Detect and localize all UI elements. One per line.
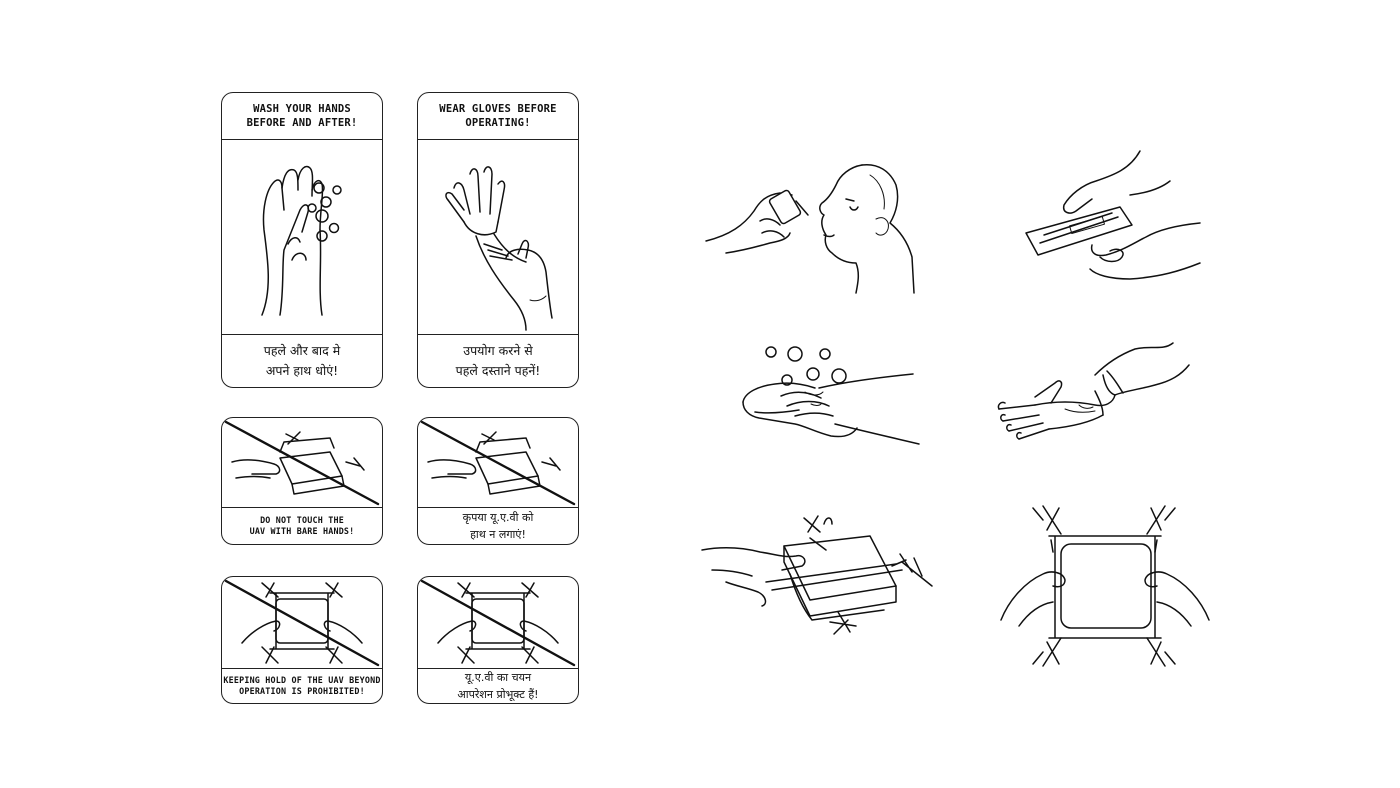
warning-line1: DO NOT TOUCH THE (260, 514, 344, 525)
card-title-line1: WASH YOUR HANDS (253, 103, 351, 115)
warning-line2: आपरेशन प्रोभूक्ट हैं! (457, 688, 539, 701)
eye-drop-face-icon (700, 155, 930, 300)
card-footer: उपयोग करने से पहले दस्ताने पहनें! (418, 334, 578, 387)
card-footer: पहले और बाद मे अपने हाथ धोएं! (222, 334, 382, 387)
glove-pulling-icon (995, 335, 1195, 460)
card-header: WASH YOUR HANDS BEFORE AND AFTER! (222, 93, 382, 140)
card-title-line2: BEFORE AND AFTER! (246, 117, 358, 129)
card-title-line1: WEAR GLOVES BEFORE (439, 103, 557, 115)
prohibited-touch-uav-icon (222, 418, 382, 508)
warning-line2: हाथ न लगाएं! (470, 528, 526, 541)
card-title-line2: OPERATING! (465, 117, 531, 129)
warning-line2: UAV WITH BARE HANDS! (249, 526, 355, 536)
card-no-touch-hi: कृपया यू.ए.वी को हाथ न लगाएं! (417, 417, 579, 545)
warning-line1: यू.ए.वी का चयन (464, 671, 532, 684)
card-no-hold-en: KEEPING HOLD OF THE UAV BEYOND OPERATION… (221, 576, 383, 704)
prohibited-hold-uav-icon (222, 577, 382, 669)
hindi-line2: अपने हाथ धोएं! (265, 363, 339, 378)
hindi-line1: उपयोग करने से (463, 343, 533, 358)
hands-opening-package-icon (1010, 145, 1210, 295)
card-no-hold-hi: यू.ए.वी का चयन आपरेशन प्रोभूक्ट हैं! (417, 576, 579, 704)
hindi-line2: पहले दस्ताने पहनें! (455, 363, 541, 378)
card-footer: KEEPING HOLD OF THE UAV BEYOND OPERATION… (222, 668, 382, 703)
card-footer: DO NOT TOUCH THE UAV WITH BARE HANDS! (222, 507, 382, 544)
washing-hands-icon (222, 140, 382, 335)
hindi-line1: पहले और बाद मे (263, 343, 341, 358)
hands-holding-drone-icon (995, 500, 1215, 670)
soap-bubbles-hands-icon (735, 340, 925, 450)
prohibited-touch-uav-icon (418, 418, 578, 508)
warning-line1: KEEPING HOLD OF THE UAV BEYOND (223, 674, 381, 685)
card-wear-gloves: WEAR GLOVES BEFORE OPERATING! उपयोग करने… (417, 92, 579, 388)
card-footer: कृपया यू.ए.वी को हाथ न लगाएं! (418, 507, 578, 544)
prohibited-hold-uav-icon (418, 577, 578, 669)
warning-line1: कृपया यू.ए.वी को (462, 511, 534, 524)
card-footer: यू.ए.वी का चयन आपरेशन प्रोभूक्ट हैं! (418, 668, 578, 703)
hand-touching-drone-icon (700, 510, 945, 650)
putting-on-glove-icon (418, 140, 578, 335)
card-no-touch-en: DO NOT TOUCH THE UAV WITH BARE HANDS! (221, 417, 383, 545)
card-header: WEAR GLOVES BEFORE OPERATING! (418, 93, 578, 140)
card-wash-hands: WASH YOUR HANDS BEFORE AND AFTER! पहले औ… (221, 92, 383, 388)
warning-line2: OPERATION IS PROHIBITED! (239, 686, 365, 696)
